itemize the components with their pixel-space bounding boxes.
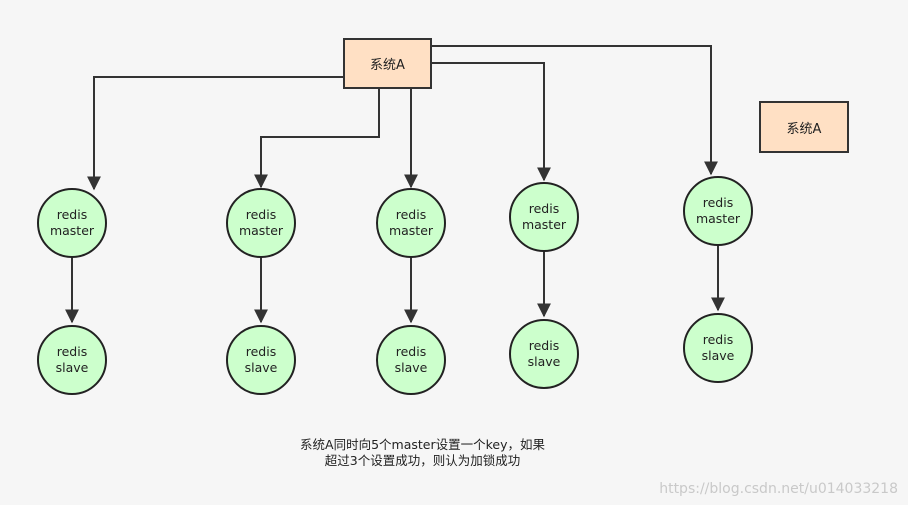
node-label-line: redis	[702, 195, 734, 210]
node-label-line: redis	[395, 344, 427, 359]
redis-master-node-5: redis master	[683, 176, 753, 246]
redis-slave-node-2: redis slave	[226, 325, 296, 395]
redis-master-node-1: redis master	[37, 188, 107, 258]
node-label-line: master	[695, 211, 741, 226]
node-label-line: slave	[55, 360, 89, 375]
node-label-line: master	[49, 223, 95, 238]
caption-line-2: 超过3个设置成功，则认为加锁成功	[324, 453, 521, 468]
diagram-caption: 系统A同时向5个master设置一个key，如果 超过3个设置成功，则认为加锁成…	[250, 437, 595, 469]
system-a-side-box: 系统A	[759, 101, 849, 153]
node-label-line: slave	[394, 360, 428, 375]
redis-master-node-4: redis master	[509, 182, 579, 252]
connector-to-master-2	[254, 88, 380, 189]
redis-slave-node-1: redis slave	[37, 325, 107, 395]
node-label-line: slave	[244, 360, 278, 375]
node-label-line: redis	[245, 207, 277, 222]
node-label-line: redis	[56, 344, 88, 359]
node-label-line: redis	[528, 201, 560, 216]
connector-to-master-5	[431, 45, 718, 176]
watermark-url: https://blog.csdn.net/u014033218	[659, 481, 898, 497]
node-label-line: redis	[395, 207, 427, 222]
node-label-line: master	[238, 223, 284, 238]
node-label-line: slave	[527, 354, 561, 369]
redis-slave-node-4: redis slave	[509, 319, 579, 389]
connector-to-master-4	[431, 62, 551, 182]
redis-slave-node-3: redis slave	[376, 325, 446, 395]
node-label-line: slave	[701, 348, 735, 363]
redis-master-node-2: redis master	[226, 188, 296, 258]
redis-master-node-3: redis master	[376, 188, 446, 258]
redis-slave-node-5: redis slave	[683, 313, 753, 383]
node-label-line: redis	[702, 332, 734, 347]
node-label-line: master	[388, 223, 434, 238]
system-a-box: 系统A	[343, 38, 432, 89]
node-label-line: redis	[56, 207, 88, 222]
node-label-line: redis	[528, 338, 560, 353]
caption-line-1: 系统A同时向5个master设置一个key，如果	[300, 437, 545, 452]
connector-to-master-1	[87, 76, 343, 191]
node-label-line: redis	[245, 344, 277, 359]
node-label-line: master	[521, 217, 567, 232]
